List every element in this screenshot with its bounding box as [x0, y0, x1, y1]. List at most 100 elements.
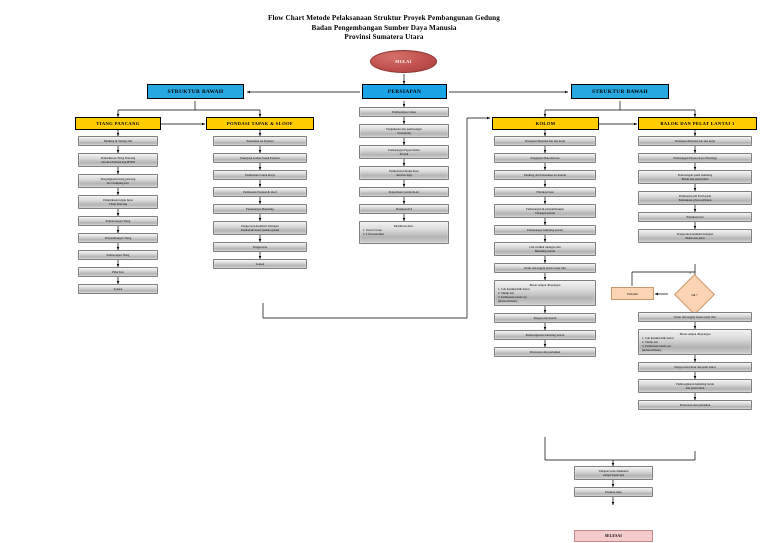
kolom-tail-2[interactable]: Perawatan dan perbaikan [494, 347, 596, 357]
note-list-item: 1. Tower Crane [363, 228, 382, 233]
process-label: Persiapan Material dan alat kerja [674, 138, 716, 143]
end-node: SELESAI [574, 530, 653, 542]
pondasi-step-1[interactable]: Pekerjaan Galian Tanah Pondasi [213, 153, 307, 163]
process-label: Selesai [255, 261, 265, 266]
pondasi-step-6[interactable]: Pengecoran [213, 242, 307, 252]
process-label: Penyambungan Tiang [104, 235, 132, 240]
kolom-tail-1[interactable]: Pembongkaran bekisting kolom [494, 330, 596, 340]
end-label: SELESAI [604, 534, 623, 538]
decision-label: Ok ? [691, 292, 698, 297]
process-label: Order dan supply beton ready mix [524, 265, 566, 270]
tiang-step-7[interactable]: PDA Test [78, 267, 158, 277]
kolom-step-1[interactable]: Pengujian Material besi [494, 153, 596, 163]
header-struktur-bawah-left[interactable]: STRUKTUR BAWAH [147, 84, 244, 99]
header-label: STRUKTUR BAWAH [592, 88, 648, 95]
persiapan-step-4[interactable]: Penyediaan Listrik & Air [359, 187, 449, 197]
balok-order[interactable]: Order dan supply beton ready mix [638, 312, 752, 322]
balok-tail-2[interactable]: Perawatan dan perbaikan [638, 400, 752, 410]
process-label: Pengecoran kolom [533, 315, 557, 320]
process-label: Pembongkaran bekisting kolom [525, 332, 565, 337]
pondasi-step-3[interactable]: Pembesian Pondasi & sloof [213, 187, 307, 197]
balok-tail-0[interactable]: Pengecoran balok dan pelat lantai [638, 362, 752, 372]
header-kolom[interactable]: KOLOM [492, 117, 599, 130]
rework-box[interactable]: Perbaiki [611, 287, 654, 300]
process-label: Pekerjaan Galian Tanah Pondasi [240, 155, 280, 160]
pondasi-step-4[interactable]: Pemasangan Bekisting [213, 204, 307, 214]
header-tiang-pancang[interactable]: TIANG PANCANG [75, 117, 161, 130]
note-list-item: 2. Slump test [498, 291, 514, 296]
header-pondasi[interactable]: PONDASI TAPAK & SLOOF [206, 117, 314, 130]
pondasi-step-7[interactable]: Selesai [213, 259, 307, 269]
pondasi-step-0[interactable]: Penentuan As Pondasi [213, 136, 307, 146]
decision-ok[interactable]: Ok ? [673, 273, 716, 316]
persiapan-step-5[interactable]: Persiapan K3 [359, 204, 449, 214]
process-label: Fabrikasi besi [536, 189, 554, 194]
process-label: Pemasangan bekisting kolom [527, 227, 563, 232]
kolom-step-0[interactable]: Persiapan Material dan alat kerja [494, 136, 596, 146]
pondasi-step-2[interactable]: Pembuatan Lantai Kerja [213, 170, 307, 180]
balok-step-4[interactable]: Fabrikasi besi [638, 212, 752, 222]
tiang-step-5[interactable]: Penyambungan Tiang [78, 233, 158, 243]
header-label: STRUKTUR BAWAH [167, 88, 224, 95]
balok-step-1[interactable]: Pemasangan Perancah (scaffolding) [638, 153, 752, 163]
note-list-item: 1. Cek karakteristik beton [642, 336, 674, 341]
title-line-1: Flow Chart Metode Pelaksanaan Struktur P… [268, 14, 500, 22]
chart-title: Flow Chart Metode Pelaksanaan Struktur P… [0, 14, 768, 43]
header-persiapan[interactable]: PERSIAPAN [362, 84, 447, 99]
final-step-1[interactable]: Penutup Atap [574, 487, 653, 497]
process-label: Order dan supply beton ready mix [674, 314, 716, 319]
note-list-item: 2. Slump test [642, 340, 658, 345]
note-list-item: 3. Pembuatan benda uji [498, 295, 527, 300]
persiapan-step-0[interactable]: Pembersihan Lahan [359, 107, 449, 117]
process-label: Selesai [113, 286, 123, 291]
decision-no-label: T [689, 271, 692, 275]
balok-step-0[interactable]: Persiapan Material dan alat kerja [638, 136, 752, 146]
kolom-step-7[interactable]: Order dan supply beton ready mix [494, 263, 596, 273]
process-label: Pemotongan Tiang [106, 252, 130, 257]
header-struktur-bawah-right[interactable]: STRUKTUR BAWAH [571, 84, 669, 99]
tiang-step-4[interactable]: Pemancangan Tiang [78, 216, 158, 226]
header-label: PONDASI TAPAK & SLOOF [226, 121, 294, 126]
tiang-step-8[interactable]: Selesai [78, 284, 158, 294]
process-label: Penyediaan Listrik & Air [388, 189, 420, 194]
process-label: Pembesian Pondasi & sloof [243, 189, 277, 194]
header-label: PERSIAPAN [387, 88, 422, 95]
kolom-step-3[interactable]: Fabrikasi besi [494, 187, 596, 197]
kolom-tail-0[interactable]: Pengecoran kolom [494, 313, 596, 323]
process-label: Pemasangan Bekisting [246, 206, 274, 211]
kolom-step-5[interactable]: Pemasangan bekisting kolom [494, 225, 596, 235]
process-label: Fabrikasi besi [686, 214, 704, 219]
note-list-item: 3. Pembuatan benda uji [642, 344, 671, 349]
process-label: Penentuan As Pondasi [246, 138, 274, 143]
kolom-step-2[interactable]: Marking dan Penentuan As Kolom [494, 170, 596, 180]
tiang-step-0[interactable]: Marking & Setting Out [78, 136, 158, 146]
process-label: Pemasangan Perancah (scaffolding) [673, 155, 717, 160]
start-node: MULAI [370, 50, 437, 73]
title-line-3: Provinsi Sumatera Utara [344, 33, 424, 42]
tiang-step-6[interactable]: Pemotongan Tiang [78, 250, 158, 260]
header-balok[interactable]: BALOK DAN PELAT LANTAI 1 [638, 117, 757, 130]
